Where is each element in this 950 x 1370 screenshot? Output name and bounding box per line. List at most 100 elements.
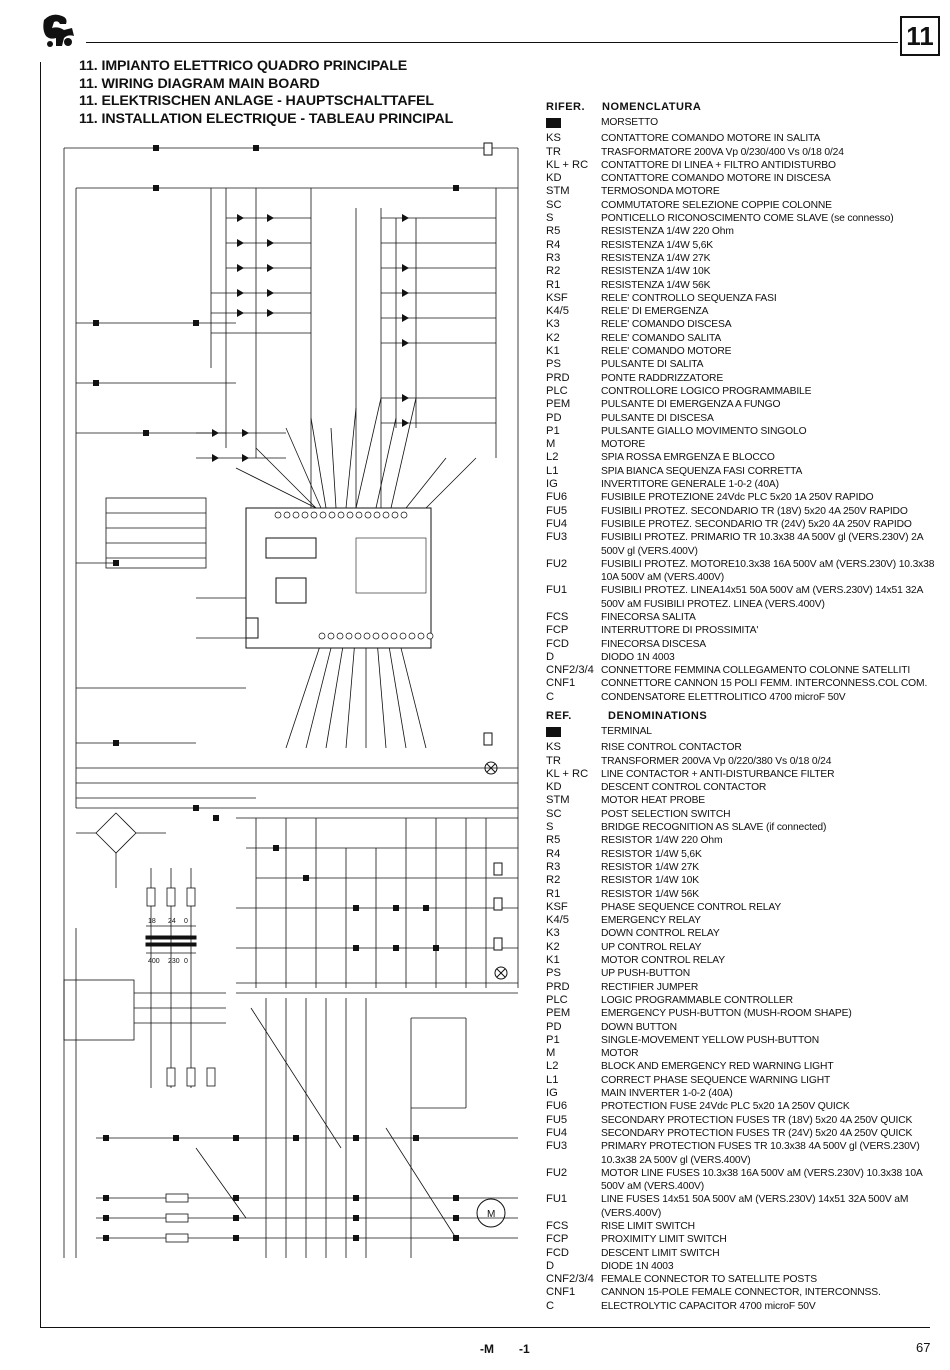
- legend-ref: KD: [546, 172, 562, 185]
- legend-description: RESISTENZA 1/4W 220 Ohm: [601, 226, 734, 238]
- legend-ref: PEM: [546, 398, 571, 411]
- legend-description: MOTORE: [601, 439, 646, 451]
- legend-description: RELE' CONTROLLO SEQUENZA FASI: [601, 292, 777, 304]
- legend-description: FUSIBILI PROTEZ. LINEA14x51 50A 500V aM …: [601, 585, 923, 610]
- legend-ref: TR: [546, 145, 561, 158]
- legend-row: CNF1 CONNETTORE CANNON 15 POLI FEMM. INTE…: [546, 677, 946, 690]
- legend-description: EMERGENCY RELAY: [601, 915, 701, 927]
- diode-icon: [402, 314, 409, 322]
- legend-ref: L1: [546, 464, 559, 477]
- plc-terminal: [408, 632, 416, 640]
- ref-column-header: RIFER.: [546, 101, 586, 113]
- legend-description: RESISTOR 1/4W 220 Ohm: [601, 835, 723, 847]
- legend-ref: S: [546, 212, 554, 225]
- legend-description: UP PUSH-BUTTON: [601, 968, 691, 980]
- legend-description: CONTATTORE COMANDO MOTORE IN SALITA: [601, 133, 821, 145]
- legend-ref: PEM: [546, 1007, 571, 1020]
- plc-terminal: [381, 632, 389, 640]
- legend-description: RECTIFIER JUMPER: [601, 981, 699, 993]
- legend-description: RESISTENZA 1/4W 5,6K: [601, 239, 714, 251]
- plc-terminal: [319, 511, 327, 519]
- diode-icon: [242, 454, 249, 462]
- diode-icon: [267, 239, 274, 247]
- legend-description: CONNETTORE FEMMINA COLLEGAMENTO COLONNE …: [601, 665, 911, 677]
- fuse-icon: [165, 1233, 189, 1243]
- diode-icon: [402, 289, 409, 297]
- legend-description: RESISTOR 1/4W 5,6K: [601, 848, 702, 860]
- terminal-icon: [93, 380, 99, 386]
- legend-description: LINE CONTACTOR + ANTI-DISTURBANCE FILTER: [601, 768, 835, 780]
- diode-icon: [242, 429, 249, 437]
- legend-ref: CNF1: [546, 677, 576, 690]
- terminal-icon: [233, 1215, 239, 1221]
- terminal-icon: [253, 145, 259, 151]
- fuse-icon: [166, 1067, 176, 1087]
- legend-row: K3 DOWN CONTROL RELAY: [546, 927, 946, 940]
- legend-description: DOWN CONTROL RELAY: [601, 928, 720, 940]
- legend-description: CONNETTORE CANNON 15 POLI FEMM. INTERCON…: [601, 678, 928, 690]
- terminal-icon: [113, 560, 119, 566]
- footer-code-b: -1: [519, 1342, 530, 1356]
- ref-column-header: REF.: [546, 710, 572, 722]
- legend-ref: TR: [546, 754, 561, 767]
- legend-ref: D: [546, 1259, 555, 1272]
- legend-description: RELE' COMANDO DISCESA: [601, 319, 732, 331]
- header-rule: [86, 42, 898, 43]
- legend-description: DIODE 1N 4003: [601, 1260, 674, 1272]
- legend-ref: R1: [546, 887, 561, 900]
- diode-icon: [237, 239, 244, 247]
- legend-row: MORSETTO: [546, 116, 946, 132]
- plc-terminal: [354, 632, 362, 640]
- legend-ref: R4: [546, 847, 561, 860]
- diode-icon: [237, 264, 244, 272]
- legend-ref: FU2: [546, 557, 568, 570]
- legend-ref: K3: [546, 927, 560, 940]
- terminal-icon: [453, 1235, 459, 1241]
- legend-description: FEMALE CONNECTOR TO SATELLITE POSTS: [601, 1274, 817, 1286]
- legend-ref: SC: [546, 198, 562, 211]
- legend-ref: KS: [546, 132, 561, 145]
- legend-description: DIODO 1N 4003: [601, 651, 675, 663]
- legend-description: TRASFORMATORE 200VA Vp 0/230/400 Vs 0/18…: [601, 146, 844, 158]
- terminal-icon: [93, 320, 99, 326]
- plc-terminal: [355, 511, 363, 519]
- legend-ref: KL + RC: [546, 158, 589, 171]
- terminal-icon: [153, 145, 159, 151]
- diode-icon: [267, 264, 274, 272]
- legend-ref: FCP: [546, 624, 569, 637]
- fuse-icon: [165, 1193, 189, 1203]
- legend-ref: R4: [546, 238, 561, 251]
- legend-description: MAIN INVERTER 1-0-2 (40A): [601, 1088, 733, 1100]
- legend-ref: FCD: [546, 637, 569, 650]
- plc-terminal: [318, 632, 326, 640]
- legend-ref: [546, 725, 601, 741]
- terminal-icon: [423, 905, 429, 911]
- plc-terminal: [274, 511, 282, 519]
- legend-ref: CNF1: [546, 1286, 576, 1299]
- legend-description: LOGIC PROGRAMMABLE CONTROLLER: [601, 994, 793, 1006]
- terminal-icon: [233, 1195, 239, 1201]
- transformer-voltage-label: 400: [148, 958, 160, 965]
- terminal-icon: [103, 1135, 109, 1141]
- transformer-voltage-label: 24: [168, 918, 176, 925]
- terminal-icon: [453, 1195, 459, 1201]
